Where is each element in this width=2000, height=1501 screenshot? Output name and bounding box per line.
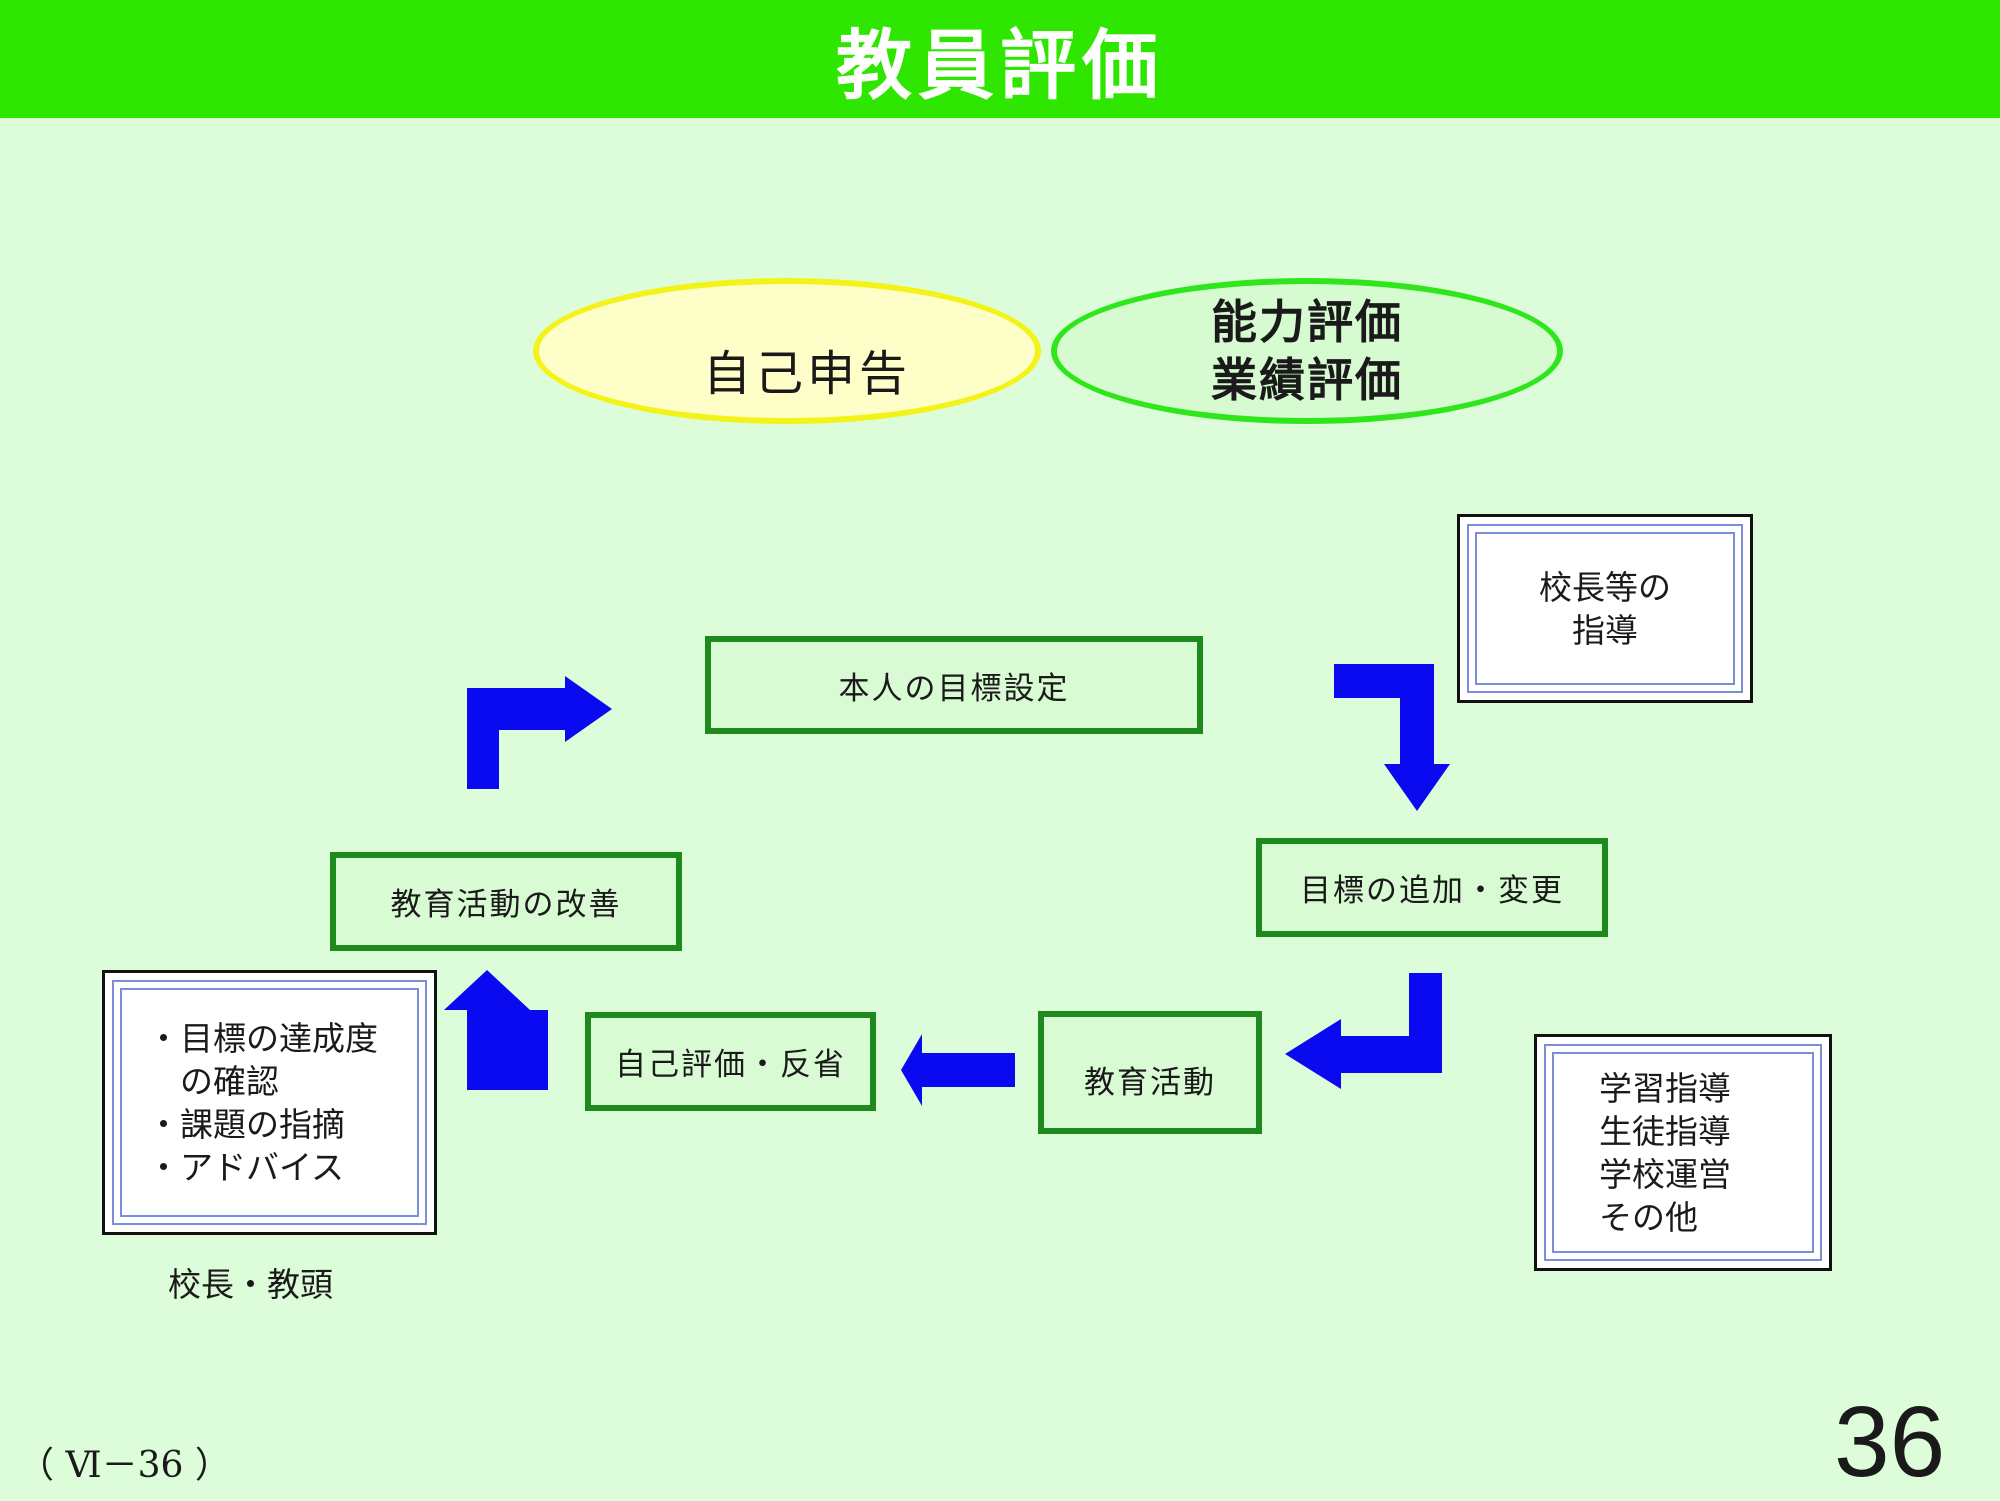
title-bar: 教員評価 — [0, 0, 2000, 118]
check-frame: ・目標の達成度 の確認 ・課題の指摘 ・アドバイス — [102, 970, 437, 1235]
performance-evaluation-label: 業績評価 — [1211, 353, 1403, 407]
check-item: ・課題の指摘 — [147, 1104, 345, 1144]
area-item: 生徒指導 — [1599, 1111, 1731, 1151]
self-review-label: 自己評価・反省 — [615, 1047, 846, 1083]
principal-guidance-frame: 校長等の 指導 — [1457, 514, 1753, 703]
arrow-down-corner-icon — [1334, 664, 1450, 811]
goal-change-box: 目標の追加・変更 — [1256, 838, 1608, 937]
area-item: その他 — [1599, 1197, 1698, 1237]
page-number: 36 — [1834, 1386, 1946, 1498]
improvement-label: 教育活動の改善 — [390, 887, 622, 923]
education-activity-label: 教育活動 — [1084, 1065, 1216, 1101]
arrow-left-icon — [901, 1034, 1015, 1106]
ability-evaluation-label: 能力評価 — [1211, 295, 1403, 349]
principal-guidance-line: 指導 — [1572, 610, 1638, 650]
arrow-left-corner-icon — [1285, 973, 1442, 1089]
check-item: の確認 — [147, 1061, 279, 1101]
frame-border — [120, 988, 419, 1217]
areas-frame: 学習指導 生徒指導 学校運営 その他 — [1534, 1034, 1832, 1271]
improvement-box: 教育活動の改善 — [330, 852, 682, 951]
frame-border — [1552, 1052, 1814, 1253]
frame-border — [112, 980, 427, 1225]
goal-setting-label: 本人の目標設定 — [838, 670, 1070, 707]
goal-change-label: 目標の追加・変更 — [1300, 873, 1564, 909]
arrow-up-right-icon — [467, 676, 612, 789]
frame-border — [1467, 524, 1743, 693]
principal-caption: 校長・教頭 — [168, 1265, 333, 1304]
area-item: 学習指導 — [1599, 1068, 1731, 1108]
check-item: ・目標の達成度 — [147, 1018, 378, 1058]
principal-guidance-line: 校長等の — [1539, 567, 1671, 607]
frame-border — [1544, 1044, 1822, 1261]
frame-border — [1475, 532, 1735, 685]
check-item: ・アドバイス — [147, 1147, 345, 1187]
education-activity-box: 教育活動 — [1038, 1011, 1262, 1134]
slide-code: （ Ⅵ－36 ） — [18, 1445, 231, 1486]
self-report-label: 自己申告 — [702, 346, 911, 402]
goal-setting-box: 本人の目標設定 — [705, 636, 1203, 734]
area-item: 学校運営 — [1599, 1154, 1731, 1194]
evaluation-ellipse: 能力評価 業績評価 — [1051, 278, 1563, 424]
arrow-up-corner-icon — [444, 970, 548, 1090]
self-report-ellipse: 自己申告 — [533, 278, 1041, 424]
self-review-box: 自己評価・反省 — [585, 1012, 876, 1111]
page-title: 教員評価 — [836, 21, 1164, 110]
